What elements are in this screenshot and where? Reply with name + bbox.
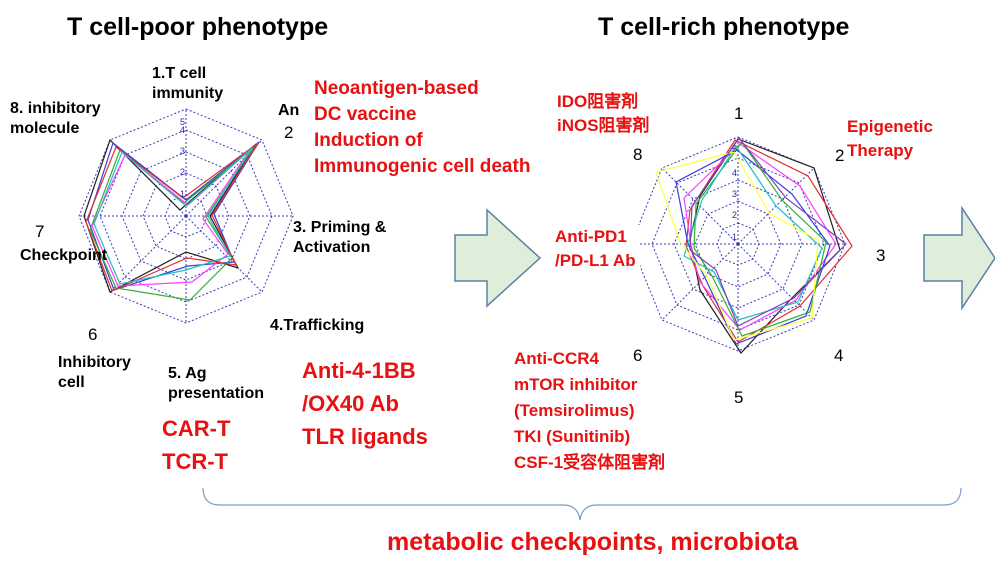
left-axis-8-label: 8. inhibitory molecule — [10, 100, 101, 137]
right-title: T cell-rich phenotype — [598, 13, 850, 41]
left-radar-series — [83, 138, 260, 301]
epigenetic-therapy: Epigenetic Therapy — [847, 117, 933, 160]
left-tick-1: 1 — [180, 189, 185, 199]
right-series-1 — [689, 138, 841, 354]
right-radar-series — [655, 136, 853, 354]
left-axis-1-label: 1.T cell immunity — [152, 65, 224, 102]
left-title: T cell-poor phenotype — [67, 13, 329, 41]
right-tick-5: 5 — [732, 144, 737, 154]
right-series-7 — [655, 151, 819, 341]
right-axis-4: 4 — [834, 346, 844, 365]
right-axis-2: 2 — [835, 146, 845, 165]
right-axis-5: 5 — [734, 388, 744, 407]
ido-inos-inhibitors: IDO阻害剤 iNOS阻害剤 — [557, 92, 650, 135]
left-series-1 — [83, 138, 257, 293]
right-axis-6: 6 — [633, 346, 643, 365]
left-tick-3: 3 — [180, 146, 185, 156]
right-axis-1: 1 — [734, 104, 744, 123]
left-axis-6-number: 6 — [88, 325, 98, 344]
arrow-right — [923, 205, 995, 311]
left-axis-3-label: 3. Priming & Activation — [293, 219, 387, 256]
right-series-2 — [685, 139, 853, 343]
right-series-6 — [683, 144, 823, 321]
left-axis-5-label: 5. Ag presentation — [168, 365, 265, 402]
right-tick-1: 1 — [732, 232, 737, 242]
anti-pd1-pdl1: Anti-PD1 /PD-L1 Ab — [551, 225, 640, 273]
left-axis-2-prefix: An — [278, 102, 300, 119]
right-axis-8: 8 — [633, 145, 643, 164]
right-axis-3: 3 — [876, 246, 886, 265]
left-series-6 — [93, 147, 253, 285]
left-tick-5: 5 — [180, 117, 185, 127]
anti-ccr4-group: Anti-CCR4 mTOR inhibitor (Temsirolimus) … — [514, 349, 666, 472]
left-series-5 — [85, 142, 259, 292]
left-tick-2: 2 — [180, 167, 185, 177]
left-axis-6-label: Inhibitory cell — [58, 354, 131, 391]
left-axis-7-label: Checkpoint — [20, 247, 108, 264]
right-series-5 — [693, 140, 827, 337]
right-tick-4: 4 — [732, 168, 737, 178]
right-series-8 — [689, 136, 847, 327]
left-axis-2-number: 2 — [284, 123, 294, 142]
anti-41bb-ox40-tlr: Anti-4-1BB /OX40 Ab TLR ligands — [302, 358, 428, 449]
right-scale-ticks: 1 2 3 4 5 — [732, 144, 737, 242]
left-scale-ticks: 1 2 3 4 5 — [180, 117, 185, 199]
arrow-middle — [454, 208, 542, 308]
left-series-4 — [91, 149, 251, 287]
car-t-tcr-t: CAR-T TCR-T — [162, 416, 231, 474]
neoantigen-interventions: Neoantigen-based DC vaccine Induction of… — [314, 78, 531, 177]
right-series-3 — [683, 143, 837, 331]
left-axis-7-number: 7 — [35, 222, 45, 241]
right-series-4 — [675, 149, 831, 345]
footer-caption: metabolic checkpoints, microbiota — [387, 528, 799, 556]
left-tick-4: 4 — [180, 125, 185, 135]
left-axis-4-label: 4.Trafficking — [270, 317, 365, 334]
right-tick-3: 3 — [732, 189, 737, 199]
bottom-brace — [202, 487, 962, 521]
right-tick-2: 2 — [732, 210, 737, 220]
